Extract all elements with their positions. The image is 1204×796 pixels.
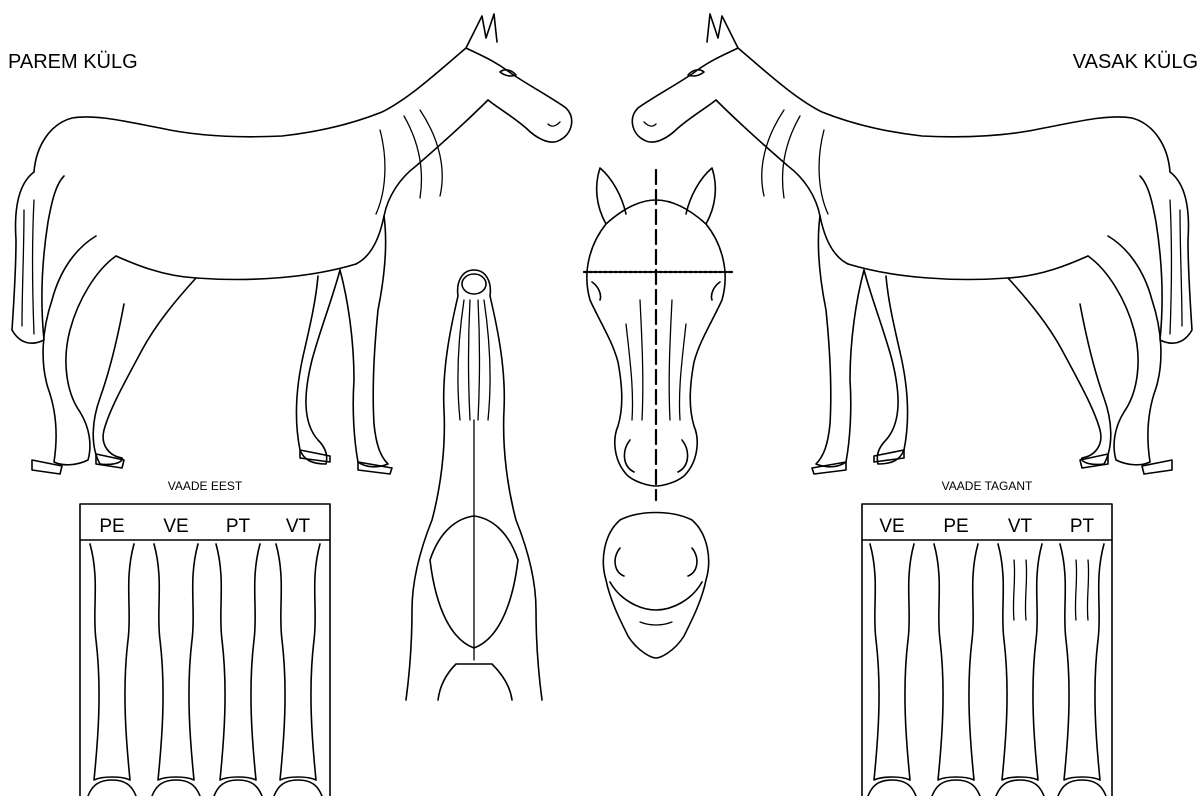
rear-view-crease-0-0 <box>1013 560 1014 620</box>
muzzle-view-outline <box>603 513 708 659</box>
horse-left-side-outline <box>632 14 1192 474</box>
left-side-label: VASAK KÜLG <box>1073 51 1198 73</box>
rear-view-col-3: PT <box>1070 516 1095 537</box>
rear-view-hoof-2 <box>996 780 1044 796</box>
rear-view-leg-3 <box>1060 544 1104 780</box>
rear-view-leg-1 <box>934 544 978 780</box>
neck-top-view-outline <box>406 270 542 700</box>
front-view-leg-0 <box>90 544 134 780</box>
front-view-leg-2 <box>216 544 260 780</box>
rear-view-col-2: VT <box>1008 516 1033 537</box>
rear-view-leg-2 <box>998 544 1042 780</box>
front-view-leg-3 <box>276 544 320 780</box>
rear-view-legs-panel: VE PE VT PT <box>862 504 1112 796</box>
front-view-hoof-0 <box>88 780 136 796</box>
rear-view-crease-0-1 <box>1025 560 1026 620</box>
rear-view-hoof-3 <box>1058 780 1106 796</box>
front-view-leg-1 <box>154 544 198 780</box>
rear-view-title: VAADE TAGANT <box>942 479 1033 493</box>
rear-view-leg-0 <box>870 544 914 780</box>
rear-view-hoof-1 <box>932 780 980 796</box>
front-view-title: VAADE EEST <box>168 479 243 493</box>
front-view-hoof-2 <box>214 780 262 796</box>
rear-view-col-0: VE <box>879 516 904 537</box>
front-view-col-0: PE <box>99 516 124 537</box>
front-view-hoof-3 <box>274 780 322 796</box>
front-view-legs-panel: PE VE PT VT <box>80 504 330 796</box>
rear-view-crease-1-0 <box>1075 560 1076 620</box>
front-view-hoof-1 <box>152 780 200 796</box>
rear-view-crease-1-1 <box>1087 560 1088 620</box>
horse-right-side-outline <box>12 14 572 474</box>
right-side-label: PAREM KÜLG <box>8 51 138 73</box>
head-front-view-outline <box>584 168 732 500</box>
front-view-col-3: VT <box>286 516 311 537</box>
front-view-col-2: PT <box>226 516 251 537</box>
front-view-col-1: VE <box>163 516 188 537</box>
rear-view-col-1: PE <box>943 516 968 537</box>
rear-view-hoof-0 <box>868 780 916 796</box>
